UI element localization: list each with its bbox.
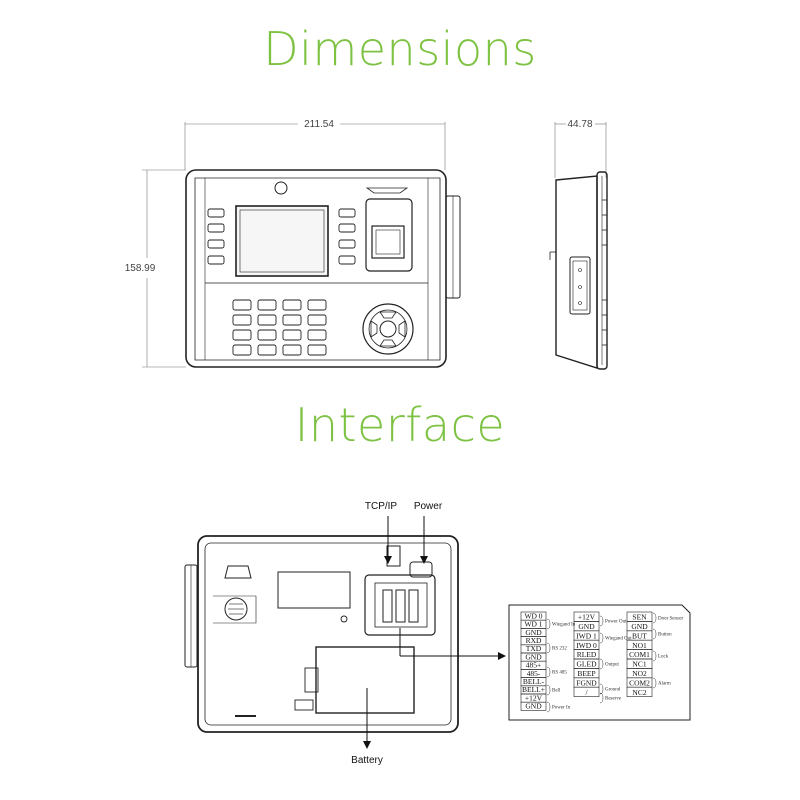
width-dimension: 211.54: [304, 119, 334, 130]
terminal-group-label: RS 485: [552, 671, 567, 676]
terminal-label: /: [585, 688, 588, 697]
terminal-label: COM2: [629, 678, 650, 687]
terminal-label: TXD: [526, 644, 542, 653]
callout-arrows: [363, 516, 506, 749]
front-view: [142, 122, 461, 368]
terminal-group-label: Output: [605, 663, 620, 668]
terminal-group-label: Ground: [605, 688, 621, 693]
terminal-label: NO1: [632, 641, 647, 650]
group-bracket: [546, 666, 551, 678]
terminal-label: FGND: [576, 678, 597, 687]
terminal-label: +12V: [525, 693, 543, 702]
terminal-group-label: Reserve: [605, 697, 622, 702]
terminal-label: GND: [631, 622, 648, 631]
terminal-label: +12V: [578, 613, 596, 622]
terminal-label: IWD 1: [576, 631, 597, 640]
terminal-label: GND: [578, 622, 595, 631]
terminal-label: GLED: [577, 660, 598, 669]
group-bracket: [546, 684, 551, 696]
group-bracket: [652, 650, 657, 662]
terminal-group-label: Lock: [658, 655, 669, 660]
terminal-group-label: Bell: [552, 689, 561, 694]
terminal-group-label: Wiegand Out: [605, 637, 632, 642]
terminal-label: NC2: [632, 688, 646, 697]
group-bracket: [652, 612, 657, 624]
terminal-group-label: Button: [658, 633, 672, 638]
terminal-label: BEEP: [577, 669, 595, 678]
power-label: Power: [414, 501, 443, 512]
terminal-label: GND: [525, 702, 542, 711]
terminal-label: SEN: [632, 613, 647, 622]
terminal-cell: [520, 701, 547, 711]
group-bracket: [546, 642, 551, 654]
tcpip-label: TCP/IP: [365, 501, 398, 512]
terminal-label: NC1: [632, 660, 646, 669]
terminal-label: WD 0: [524, 611, 542, 620]
terminal-group-label: Door Sensor: [658, 617, 683, 622]
group-bracket: [599, 692, 604, 704]
group-bracket: [546, 618, 551, 630]
interface-title: Interface: [294, 398, 506, 452]
terminal-group-label: Wiegand In: [552, 623, 576, 628]
rear-view: [184, 535, 459, 733]
side-view: [549, 122, 608, 370]
group-bracket: [599, 658, 604, 670]
terminal-label: WD 1: [524, 620, 542, 629]
terminal-group-label: Alarm: [658, 682, 671, 687]
group-bracket: [599, 615, 604, 627]
height-dimension: 158.99: [125, 263, 156, 274]
terminal-group-label: RS 232: [552, 647, 567, 652]
terminal-group-label: Power Out: [605, 620, 627, 625]
group-bracket: [599, 632, 604, 644]
group-bracket: [546, 701, 551, 713]
depth-dimension: 44.78: [567, 119, 592, 130]
terminal-label: COM1: [629, 650, 650, 659]
terminal-label: BELL+: [522, 685, 545, 694]
terminal-label: BELL-: [523, 677, 545, 686]
terminal-cell: [626, 686, 653, 697]
terminal-label: NO2: [632, 669, 647, 678]
dimensions-title: Dimensions: [263, 22, 537, 76]
terminal-panel: WD 0WD 1GNDRXDTXDGND485+485-BELL-BELL++1…: [508, 604, 691, 721]
terminal-label: 485+: [526, 661, 541, 670]
terminal-label: 485-: [527, 669, 541, 678]
group-bracket: [652, 677, 657, 689]
terminal-label: RLED: [577, 650, 597, 659]
terminal-group-label: Power In: [552, 706, 571, 711]
terminal-label: GND: [525, 652, 542, 661]
battery-label: Battery: [351, 755, 383, 766]
group-bracket: [652, 628, 657, 640]
terminal-label: IWD 0: [576, 641, 597, 650]
terminal-label: BUT: [632, 631, 647, 640]
terminal-label: GND: [525, 628, 542, 637]
terminal-cell: [573, 686, 600, 697]
terminal-label: RXD: [526, 636, 542, 645]
